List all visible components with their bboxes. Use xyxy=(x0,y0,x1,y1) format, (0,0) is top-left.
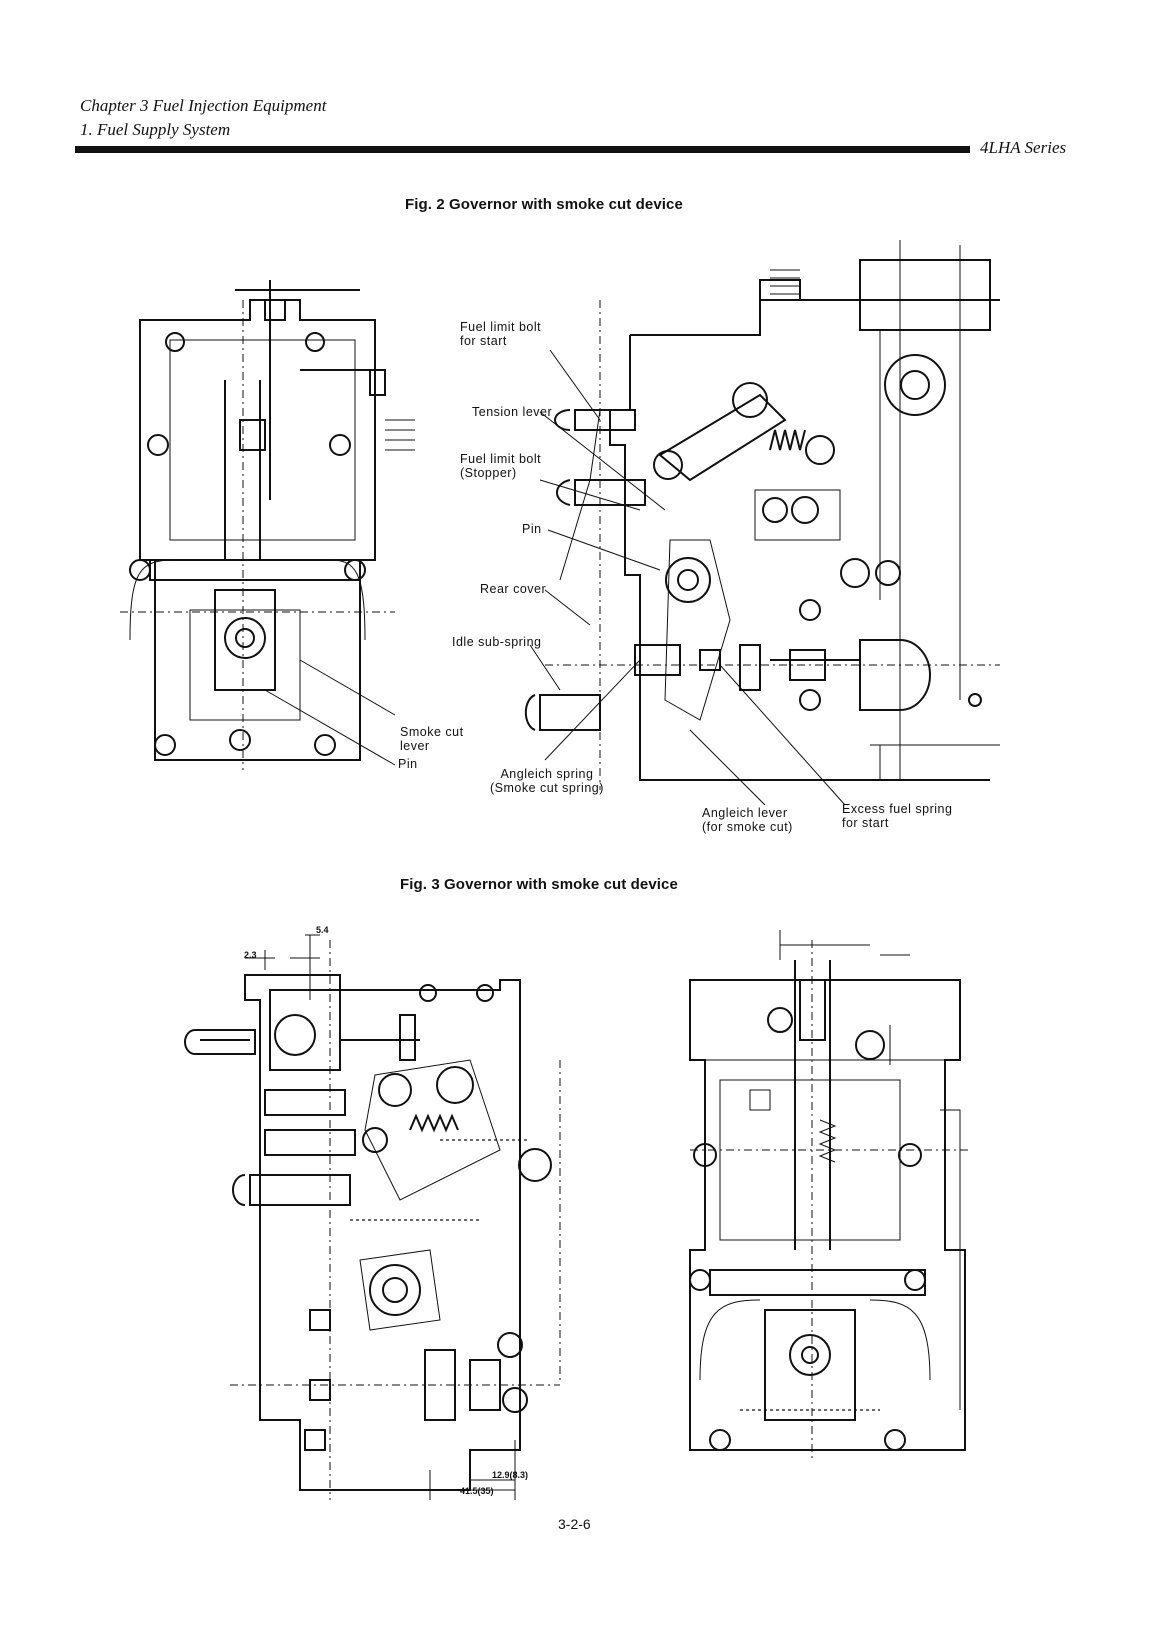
figure2-title: Fig. 2 Governor with smoke cut device xyxy=(405,196,683,213)
dimension-label: 41.5(35) xyxy=(460,1486,494,1496)
header-rule xyxy=(75,146,970,153)
label-angleich-spring: Angleich spring(Smoke cut spring) xyxy=(490,767,604,795)
figure3-title: Fig. 3 Governor with smoke cut device xyxy=(400,876,678,893)
dimension-label: 2.3 xyxy=(244,950,257,960)
dimension-label: 5.4 xyxy=(316,925,329,935)
label-pin-right: Pin xyxy=(522,522,542,536)
chapter-heading: Chapter 3 Fuel Injection Equipment xyxy=(80,96,327,115)
section-heading: 1. Fuel Supply System xyxy=(80,120,231,139)
label-fuel-limit-bolt-stopper: Fuel limit bolt(Stopper) xyxy=(460,452,542,480)
label-pin-left: Pin xyxy=(398,757,418,771)
label-idle-sub-spring: Idle sub-spring xyxy=(452,635,542,649)
series-label: 4LHA Series xyxy=(980,138,1067,157)
label-angleich-lever: Angleich lever(for smoke cut) xyxy=(702,806,793,834)
label-rear-cover: Rear cover xyxy=(480,582,547,596)
label-tension-lever: Tension lever xyxy=(472,405,553,419)
page-number: 3-2-6 xyxy=(558,1516,591,1532)
dimension-label: 12.9(8.3) xyxy=(492,1470,529,1480)
